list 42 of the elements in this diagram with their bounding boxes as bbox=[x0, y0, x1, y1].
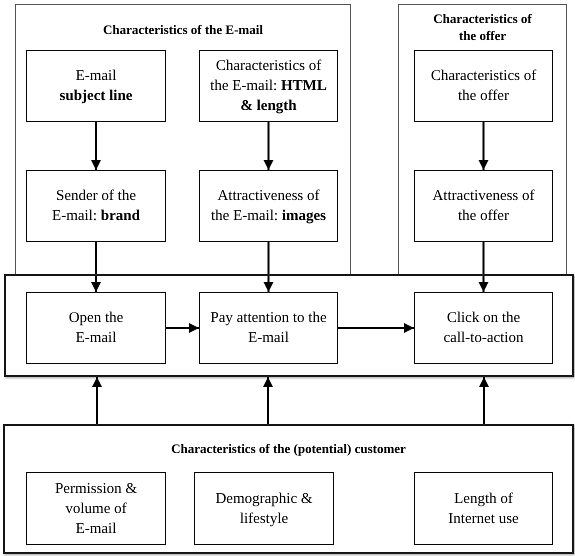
arrow bbox=[264, 242, 274, 292]
factor-box bbox=[414, 292, 553, 364]
stage-box bbox=[4, 274, 574, 377]
arrow bbox=[91, 242, 101, 292]
group-heading: Characteristics of the E-mail bbox=[102, 21, 264, 38]
factor-box bbox=[199, 50, 338, 122]
factor-text: Sender of the E-mail: brand bbox=[51, 187, 141, 226]
factor-text: Pay attention to the E-mail bbox=[210, 309, 328, 348]
factor-box bbox=[194, 472, 334, 545]
factor-box bbox=[26, 170, 166, 242]
factor-text: Characteristics of the offer bbox=[430, 67, 538, 106]
factor-box bbox=[414, 472, 553, 545]
factor-text: Characteristics of the E-mail: HTML & length bbox=[210, 57, 328, 116]
factor-box bbox=[26, 292, 166, 364]
group-heading: Characteristics of the offer bbox=[432, 10, 533, 44]
factor-text: Open the E-mail bbox=[68, 309, 124, 348]
factor-text: Attractiveness of the E-mail: images bbox=[210, 187, 327, 226]
factor-box bbox=[414, 170, 553, 242]
arrow bbox=[479, 377, 489, 424]
factor-box bbox=[199, 170, 338, 242]
arrow bbox=[338, 323, 414, 333]
factor-text: Attractiveness of the offer bbox=[431, 187, 536, 226]
factor-box bbox=[199, 292, 338, 364]
factor-text: Demographic & lifestyle bbox=[214, 490, 314, 528]
arrow bbox=[92, 377, 102, 424]
group-box bbox=[15, 4, 351, 276]
factor-text: Length of Internet use bbox=[447, 490, 520, 528]
factor-text: E-mail subject line bbox=[58, 67, 134, 106]
arrow bbox=[478, 122, 488, 170]
group-box bbox=[398, 4, 567, 276]
factor-text: Permission & volume of E-mail bbox=[54, 480, 138, 538]
group-box bbox=[3, 424, 574, 554]
arrow bbox=[264, 122, 274, 170]
arrow bbox=[91, 122, 101, 170]
factor-box bbox=[414, 50, 553, 122]
arrow bbox=[263, 377, 273, 424]
group-heading: Characteristics of the (potential) customer bbox=[170, 440, 407, 457]
factor-text: Click on the call-to-action bbox=[442, 309, 524, 348]
arrow bbox=[478, 242, 488, 292]
factor-box bbox=[26, 50, 166, 122]
arrow bbox=[166, 323, 199, 333]
factor-box bbox=[26, 472, 166, 545]
